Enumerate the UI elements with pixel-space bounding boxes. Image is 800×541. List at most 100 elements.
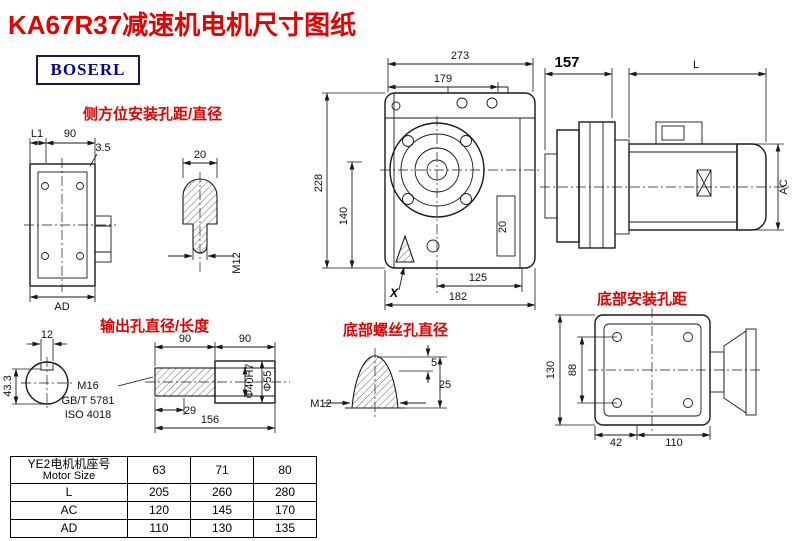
- mount-hole: [76, 182, 84, 190]
- keyhole-extension-lines: [182, 158, 218, 260]
- standard-gb: GB/T 5781: [62, 395, 115, 407]
- dim-179: 179: [434, 73, 452, 85]
- dim-L1: L1: [31, 128, 43, 140]
- dim-42: 42: [610, 437, 622, 449]
- adapter-housing: [578, 121, 616, 249]
- dim-d40h7: Φ40H7: [244, 363, 256, 398]
- mount-hole: [41, 182, 49, 190]
- table-header-cn: YE2电机机座号: [27, 457, 111, 471]
- shaft-boss-side: [94, 215, 112, 263]
- dim-125: 125: [469, 272, 487, 284]
- side-face-centerlines: [24, 158, 116, 292]
- cell-AC-71: 145: [190, 500, 254, 520]
- row-label-AD: AD: [10, 518, 128, 538]
- bottom-mount-hole: [683, 398, 693, 408]
- dim-d55: Φ55: [262, 370, 274, 391]
- brand-logo: BOSERL: [36, 55, 140, 85]
- cell-AD-63: 110: [127, 518, 191, 538]
- flange-bolt-hole: [402, 193, 414, 205]
- dim-AC: AC: [778, 179, 790, 194]
- motor-neck-bottom: [709, 351, 725, 393]
- motor-flange-bottom: [745, 328, 757, 416]
- nameplate: [696, 169, 712, 197]
- bottom-mount-hole: [683, 332, 693, 342]
- table-col-63: 63: [127, 456, 191, 484]
- table-row-AD: AD 110 130 135: [10, 518, 317, 538]
- table-col-71: 71: [190, 456, 254, 484]
- cell-AC-63: 120: [127, 500, 191, 520]
- row-label-AC: AC: [10, 500, 128, 520]
- output-shaft-view: 12 43.3 90 90 M16 GB/T 5781 ISO 4018 29 …: [2, 329, 290, 433]
- screw-cone-shape: [351, 355, 399, 409]
- standard-iso: ISO 4018: [65, 409, 111, 421]
- dim-M12: M12: [231, 252, 243, 273]
- dim-156: 156: [201, 414, 219, 426]
- bottom-view: 130 88 42 110: [545, 308, 760, 449]
- flange-bolt-hole: [402, 135, 414, 147]
- dim-90: 90: [64, 128, 76, 140]
- mount-hole: [76, 252, 84, 260]
- table-row-header: YE2电机机座号 Motor Size 63 71 80: [10, 456, 317, 484]
- motor-bell-bottom: [723, 330, 747, 414]
- table-header-en: Motor Size: [42, 470, 96, 483]
- x-leader-arrow: [398, 266, 405, 291]
- motor-size-table: YE2电机机座号 Motor Size 63 71 80 L 205 260 2…: [10, 456, 317, 538]
- dim-90b: 90: [239, 333, 251, 345]
- motor-body-lines: [629, 151, 737, 223]
- label-bottom-mount: 底部安装孔距: [597, 291, 688, 308]
- dim-140: 140: [338, 207, 350, 225]
- output-extension-lines: [12, 339, 276, 433]
- dim-88: 88: [567, 364, 579, 376]
- dim-screw-M12: M12: [310, 398, 331, 410]
- nameplate-cross: [696, 169, 712, 197]
- shaft-boss-lines: [95, 225, 111, 253]
- dim-43-3: 43.3: [2, 375, 14, 396]
- table-row-AC: AC 120 145 170: [10, 500, 317, 520]
- flange-centerlines: [380, 116, 540, 296]
- axis-x-label: X: [389, 286, 399, 300]
- bottom-centerlines: [588, 308, 760, 432]
- label-side-mount: 侧方位安装孔距/直径: [83, 106, 223, 123]
- dim-157: 157: [554, 54, 579, 71]
- gear-housing-side: [556, 129, 580, 243]
- table-col-80: 80: [253, 456, 317, 484]
- flange-bolt-hole: [460, 135, 472, 147]
- bottom-extension-lines: [555, 314, 711, 440]
- cell-L-63: 205: [127, 482, 191, 502]
- table-header-cell: YE2电机机座号 Motor Size: [10, 456, 128, 484]
- output-boss: [544, 153, 558, 219]
- dim-12: 12: [41, 329, 53, 341]
- dim-110: 110: [665, 437, 683, 449]
- row-label-L: L: [10, 482, 128, 502]
- table-row-L: L 205 260 280: [10, 482, 317, 502]
- drain-plug: [426, 239, 440, 253]
- dim-273: 273: [451, 50, 469, 62]
- dim-228: 228: [313, 174, 325, 192]
- front-view: 273 179 228 140 20 125 182 X: [313, 50, 540, 310]
- cell-AC-80: 170: [253, 500, 317, 520]
- label-output-hole: 输出孔直径/长度: [100, 318, 210, 335]
- cell-L-71: 260: [190, 482, 254, 502]
- top-bolt: [486, 97, 498, 109]
- dim-20: 20: [194, 149, 206, 161]
- adapter-lines: [589, 122, 604, 248]
- thread-spec-m16: M16: [77, 380, 98, 392]
- gearbox-body-outline: [384, 92, 536, 269]
- flange-bolt-hole: [460, 193, 472, 205]
- terminal-box: [655, 121, 703, 145]
- corner-bolt: [391, 101, 401, 111]
- cell-AD-80: 135: [253, 518, 317, 538]
- top-bolt: [456, 97, 468, 109]
- side-extension-lines: [544, 68, 784, 231]
- cell-AD-71: 130: [190, 518, 254, 538]
- side-view: 157 L AC: [540, 54, 792, 249]
- dim-182: 182: [449, 291, 467, 303]
- dim-130: 130: [545, 361, 557, 379]
- left-extension-lines: [29, 138, 98, 302]
- dim-slot-20: 20: [497, 221, 509, 233]
- front-extension-lines: [322, 58, 536, 310]
- gearbox-body-details: [385, 86, 535, 268]
- mount-hole: [41, 252, 49, 260]
